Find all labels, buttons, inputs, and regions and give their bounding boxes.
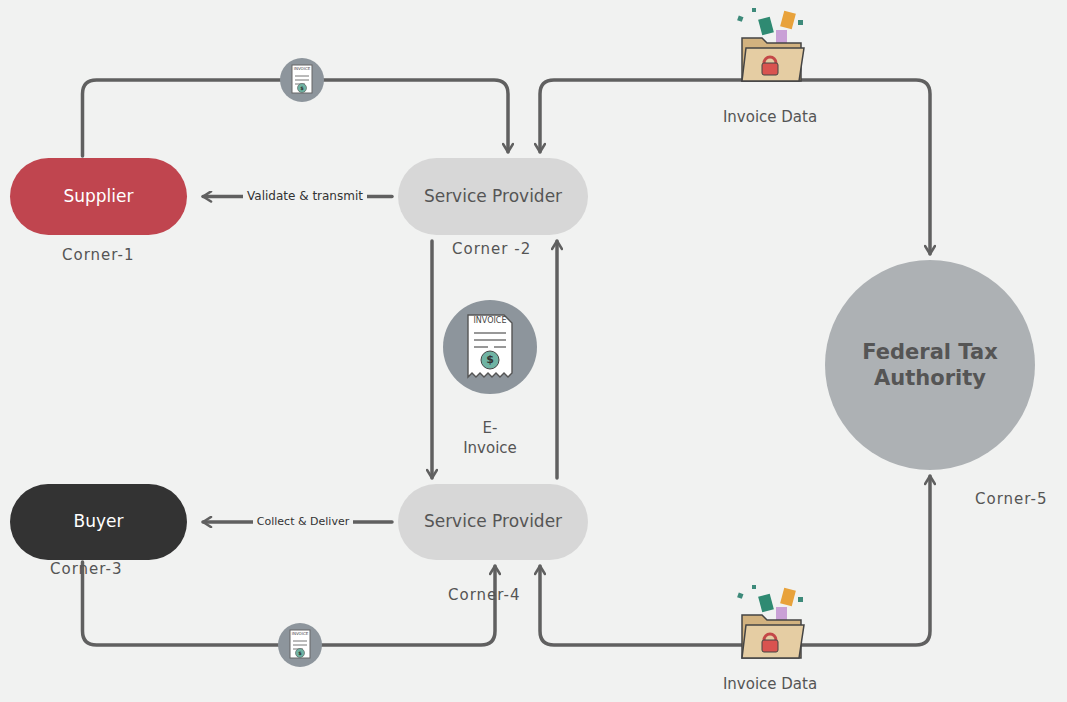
service-provider-pill: Service ProviderCorner-4 xyxy=(398,484,588,560)
service-provider-pill: Service ProviderCorner -2 xyxy=(398,158,588,235)
flow-arrow xyxy=(555,241,559,478)
corner-label: Corner-5 xyxy=(975,490,1047,508)
flow-arrow xyxy=(540,476,930,645)
icon-text: $ xyxy=(298,650,301,657)
edge-label: Validate & transmit xyxy=(243,188,367,204)
node-title: Service Provider xyxy=(424,186,562,207)
supplier-pill: SupplierCorner-1 xyxy=(10,158,187,235)
invoice-icon xyxy=(278,623,322,667)
node-title: Service Provider xyxy=(424,511,562,532)
e-invoice-label: E- Invoice xyxy=(455,418,525,459)
corner-label: Corner-1 xyxy=(62,246,134,264)
invoice-icon xyxy=(443,300,537,394)
icon-text: $ xyxy=(486,353,494,368)
node-title: Buyer xyxy=(74,511,124,532)
folder-icon xyxy=(737,585,804,658)
corner-label: Corner-3 xyxy=(50,560,122,578)
invoice-icon xyxy=(280,58,324,102)
node-title: Federal Tax Authority xyxy=(855,339,1005,392)
corner-label: Corner -2 xyxy=(452,240,531,258)
buyer-pill: BuyerCorner-3 xyxy=(10,484,187,560)
corner-label: Corner-4 xyxy=(448,586,520,604)
flow-arrow xyxy=(430,241,434,478)
edge-label: Collect & Deliver xyxy=(253,514,353,529)
flow-arrow xyxy=(540,80,930,254)
icon-text: INVOICE xyxy=(292,631,309,636)
edge-label: Invoice Data xyxy=(719,674,821,694)
icon-text: INVOICE xyxy=(294,66,311,71)
node-title: Supplier xyxy=(63,186,133,207)
folder-icon xyxy=(737,8,804,81)
edge-label: Invoice Data xyxy=(719,107,821,127)
tax-authority-circle: Federal Tax AuthorityCorner-5 xyxy=(825,260,1035,470)
icon-text: INVOICE xyxy=(474,316,507,327)
icon-text: $ xyxy=(300,85,303,92)
